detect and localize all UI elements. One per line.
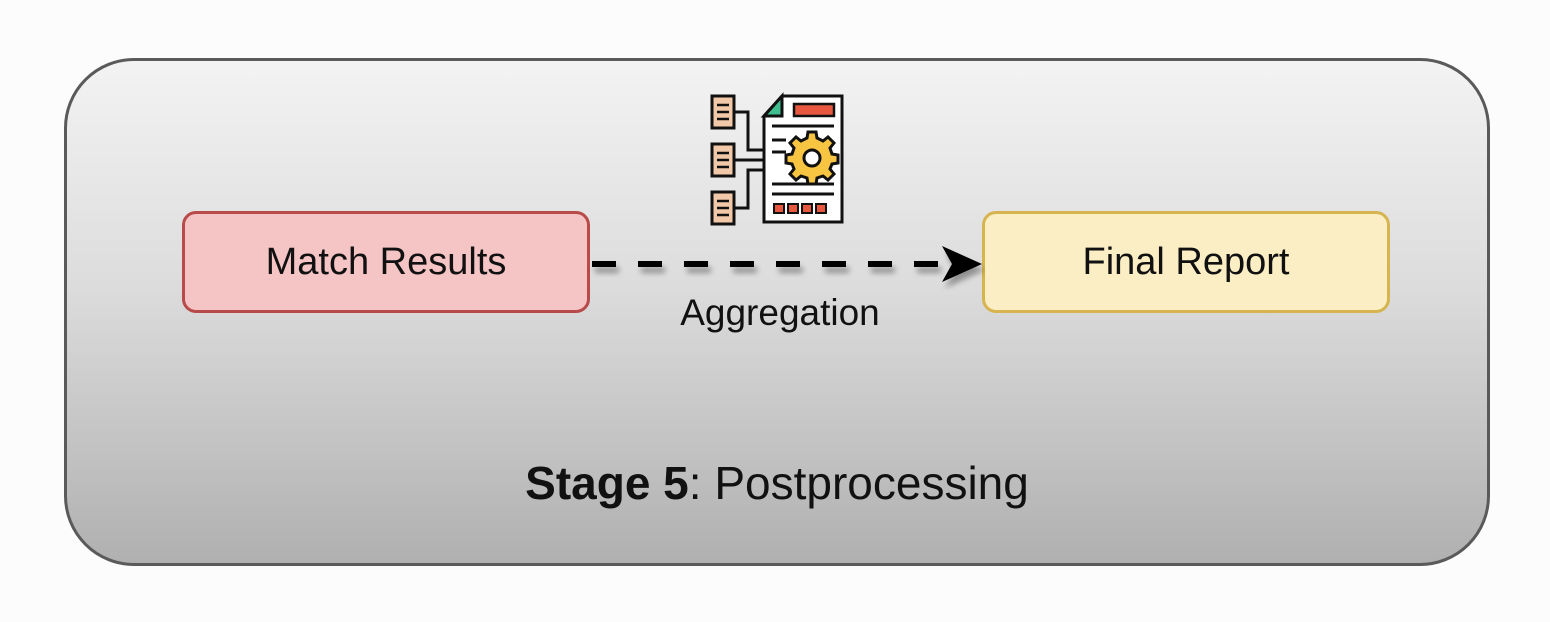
arrow-head bbox=[942, 246, 982, 282]
match-results-label: Match Results bbox=[265, 240, 507, 283]
aggregation-label: Aggregation bbox=[680, 292, 880, 333]
final-report-label: Final Report bbox=[1082, 240, 1290, 283]
stage-number: Stage 5 bbox=[525, 457, 689, 509]
stage-separator: : bbox=[688, 457, 702, 509]
aggregation-arrow bbox=[592, 246, 982, 282]
match-results-node[interactable]: Match Results bbox=[182, 211, 590, 313]
stage-title: Postprocessing bbox=[701, 457, 1029, 509]
final-report-node[interactable]: Final Report bbox=[982, 211, 1390, 313]
stage-caption: Stage 5: Postprocessing bbox=[300, 456, 1254, 510]
document-processing-icon bbox=[710, 92, 844, 226]
